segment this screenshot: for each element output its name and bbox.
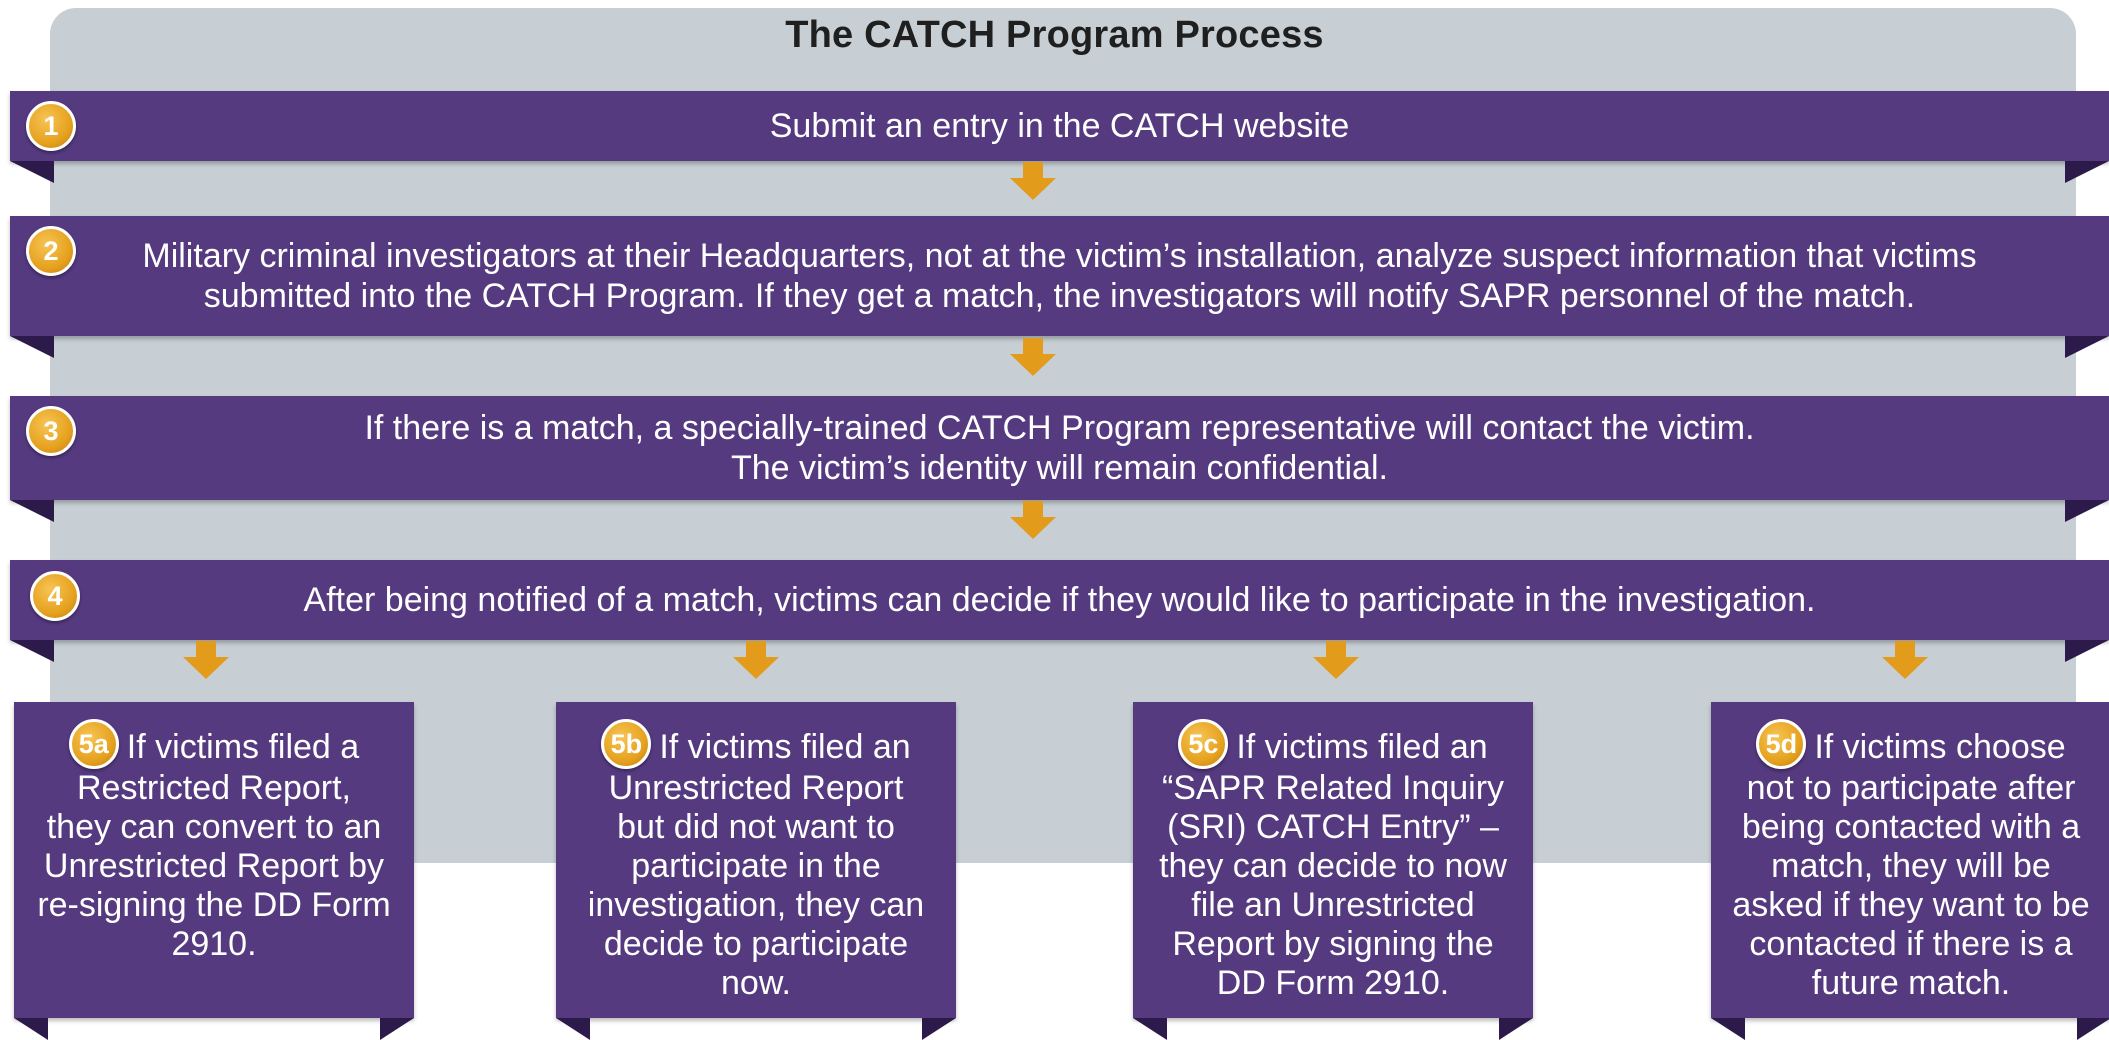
outcome-5a-line-4: Unrestricted Report by [43, 847, 385, 886]
outcome-5b-line-1: If victims filed an [659, 728, 911, 766]
outcome-5b-line-4: participate in the [631, 847, 881, 886]
diagram-title: The CATCH Program Process [785, 14, 1324, 56]
down-arrow-icon [1882, 641, 1928, 679]
step-2-fold-left [10, 336, 54, 358]
step-3-badge: 3 [26, 406, 76, 456]
outcome-5c-line-1: If victims filed an [1236, 728, 1488, 766]
outcome-5c-line-6: Report by signing the [1172, 925, 1494, 964]
outcome-5a-line-2: Restricted Report, [77, 769, 351, 808]
step-4-banner: After being notified of a match, victims… [10, 560, 2109, 640]
step-2-fold-right [2065, 336, 2109, 358]
step-2-text-line-2: submitted into the CATCH Program. If the… [203, 277, 1916, 315]
step-1-fold-right [2065, 161, 2109, 183]
outcome-5d-line-5: asked if they want to be [1732, 886, 2090, 925]
down-arrow-icon [1010, 162, 1056, 200]
outcome-5a-line-6: 2910. [171, 925, 257, 964]
outcome-5d-line-6: contacted if there is a [1749, 925, 2073, 964]
step-4-fold-left [10, 640, 54, 662]
outcome-5a-badge: 5a [68, 719, 119, 770]
outcome-5c-fold-left [1133, 1018, 1167, 1040]
outcome-5c-line-2: “SAPR Related Inquiry [1161, 769, 1505, 808]
step-1-text-line-1: Submit an entry in the CATCH website [769, 107, 1350, 145]
outcome-5a-fold-right [380, 1018, 414, 1040]
step-3-banner: If there is a match, a specially-trained… [10, 396, 2109, 500]
step-4-text-line-1: After being notified of a match, victims… [303, 581, 1816, 619]
outcome-5d-line-4: match, they will be [1771, 847, 2051, 886]
outcome-5c-line-4: they can decide to now [1159, 847, 1507, 886]
step-3-fold-left [10, 500, 54, 522]
outcome-5c-fold-right [1499, 1018, 1533, 1040]
outcome-5c-badge: 5c [1178, 719, 1229, 770]
step-4-badge: 4 [30, 571, 80, 621]
step-2-badge: 2 [26, 226, 76, 276]
step-4-fold-right [2065, 640, 2109, 662]
step-1-badge: 1 [26, 101, 76, 151]
outcome-5d-fold-left [1711, 1018, 1745, 1040]
outcome-5b-line-5: investigation, they can [587, 886, 925, 925]
outcome-5c-line-7: DD Form 2910. [1216, 964, 1450, 1003]
down-arrow-icon [1010, 338, 1056, 376]
outcome-5b-fold-left [556, 1018, 590, 1040]
down-arrow-icon [733, 641, 779, 679]
step-2-banner: Military criminal investigators at their… [10, 216, 2109, 336]
outcome-5b-line-6: decide to participate now. [603, 925, 909, 1003]
step-2-text-line-1: Military criminal investigators at their… [142, 237, 1977, 275]
outcome-5a-line-1: If victims filed a [126, 728, 360, 766]
outcome-5a-line-3: they can convert to an [46, 808, 382, 847]
outcome-5b-line-3: but did not want to [617, 808, 895, 847]
outcome-5c-line-5: file an Unrestricted [1191, 886, 1475, 925]
outcome-5d-line-7: future match. [1811, 964, 2011, 1003]
outcome-5c-line-3: (SRI) CATCH Entry” – [1167, 808, 1499, 847]
outcome-5a-fold-left [14, 1018, 48, 1040]
outcome-5d-badge: 5d [1756, 719, 1807, 770]
step-1-fold-left [10, 161, 54, 183]
outcome-5d-line-2: not to participate after [1746, 769, 2076, 808]
outcome-5a-line-5: re-signing the DD Form [37, 886, 391, 925]
outcome-5d-line-1: If victims choose [1814, 728, 2066, 766]
outcome-5b-fold-right [922, 1018, 956, 1040]
step-3-fold-right [2065, 500, 2109, 522]
outcome-5d-fold-right [2077, 1018, 2109, 1040]
step-1-banner: Submit an entry in the CATCH website [10, 91, 2109, 161]
down-arrow-icon [183, 641, 229, 679]
down-arrow-icon [1313, 641, 1359, 679]
outcome-5d-line-3: being contacted with a [1741, 808, 2081, 847]
outcome-5b-badge: 5b [601, 719, 652, 770]
step-3-text-line-2: The victim’s identity will remain confid… [731, 449, 1388, 487]
outcome-5b-line-2: Unrestricted Report [608, 769, 904, 808]
step-3-text-line-1: If there is a match, a specially-trained… [364, 409, 1755, 447]
down-arrow-icon [1010, 501, 1056, 539]
